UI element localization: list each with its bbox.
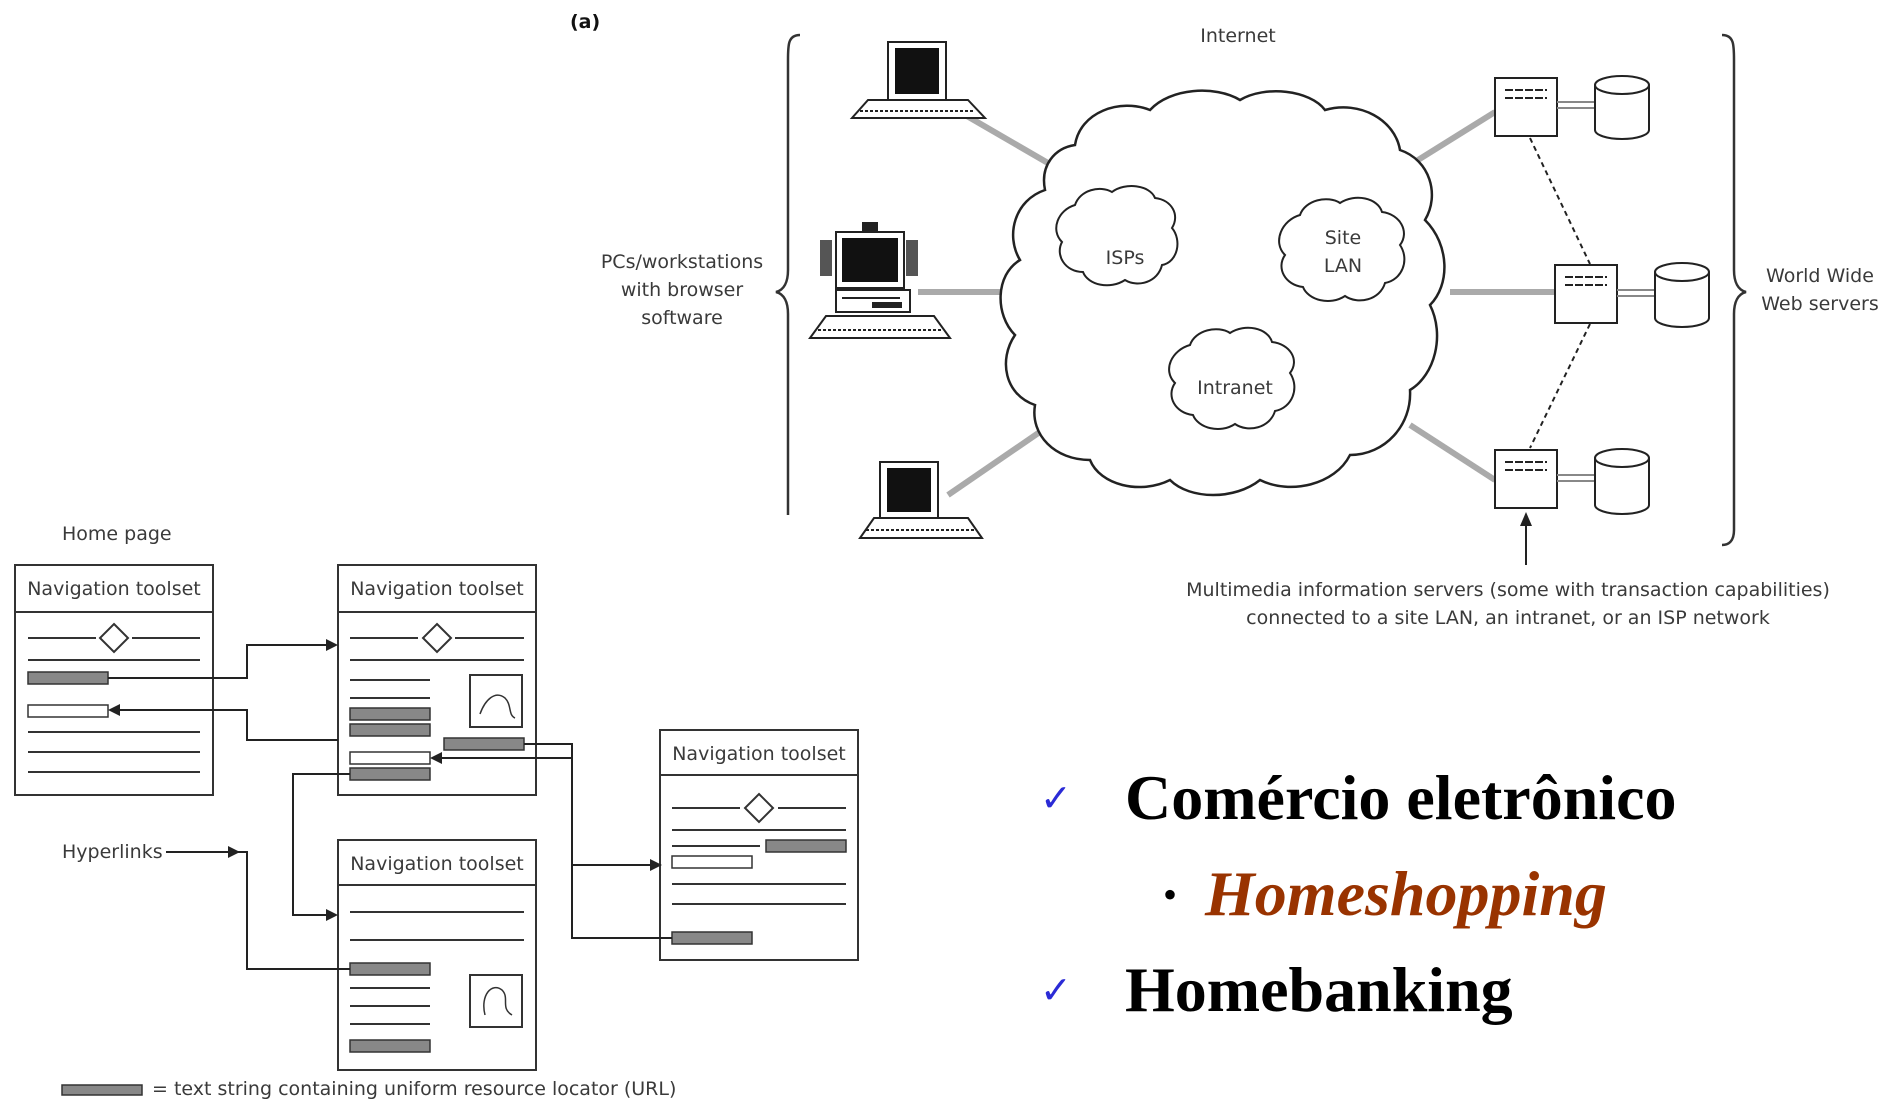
servers-caption-1: Multimedia information servers (some wit…: [1186, 579, 1830, 601]
home-page-label: Home page: [62, 523, 172, 545]
bullet-dot-icon: •: [1162, 871, 1177, 917]
left-brace: [775, 33, 801, 515]
intranet-cloud: [1168, 326, 1296, 430]
bullet-subtext: Homeshopping: [1205, 858, 1607, 929]
linked-page-box-bottom: Navigation toolset: [337, 839, 537, 1071]
linked-page-box-top: Navigation toolset: [337, 564, 537, 796]
www-label-2: Web servers: [1761, 293, 1879, 315]
site-lan-cloud: [1278, 196, 1406, 302]
servers-caption-2: connected to a site LAN, an intranet, or…: [1246, 607, 1770, 629]
clients-label-3: software: [641, 307, 723, 329]
url-legend-swatch: [61, 1084, 143, 1096]
clients-label-1: PCs/workstations: [601, 251, 763, 273]
bullet-subitem-homeshopping: • Homeshopping: [1035, 846, 1676, 942]
linked-page-box-right: Navigation toolset: [659, 729, 859, 961]
server-icon-top: [1494, 75, 1650, 140]
workstation-icon-bottom: [858, 461, 984, 539]
www-label-1: World Wide: [1766, 265, 1874, 287]
internet-label: Internet: [1200, 25, 1275, 47]
server-icon-bottom: [1494, 448, 1650, 515]
bullet-item-ecommerce: ✓ Comércio eletrônico: [1035, 750, 1676, 846]
check-icon: ✓: [1040, 968, 1072, 1012]
bullet-item-homebanking: ✓ Homebanking: [1035, 942, 1676, 1038]
isps-cloud: [1055, 185, 1179, 287]
site-lan-label-1: Site: [1325, 227, 1361, 249]
check-icon: ✓: [1040, 776, 1072, 820]
hyperlinks-label: Hyperlinks: [62, 841, 163, 863]
bullet-text: Homebanking: [1125, 954, 1513, 1025]
servers-pointer-arrow: [1520, 512, 1532, 565]
hyperlink-arrows: [108, 644, 672, 970]
nav-toolset-label: Navigation toolset: [27, 578, 201, 600]
intranet-label: Intranet: [1197, 377, 1273, 399]
nav-toolset-label: Navigation toolset: [350, 578, 524, 600]
server-dashed-links: [1529, 137, 1591, 449]
url-legend-label: = text string containing uniform resourc…: [152, 1078, 676, 1099]
right-brace: [1721, 33, 1747, 547]
nav-toolset-label: Navigation toolset: [350, 853, 524, 875]
isps-label: ISPs: [1106, 247, 1145, 269]
hyperlink-arrowheads: [108, 639, 662, 921]
server-icon-middle: [1554, 262, 1710, 328]
home-page-box: Navigation toolset: [14, 564, 214, 796]
bullet-text: Comércio eletrônico: [1125, 762, 1677, 833]
site-lan-label-2: LAN: [1324, 255, 1362, 277]
figure-label-a: (a): [570, 11, 600, 33]
nav-toolset-label: Navigation toolset: [672, 743, 846, 765]
clients-label-2: with browser: [621, 279, 744, 301]
workstation-icon: [849, 41, 988, 119]
desktop-pc-icon: [808, 222, 952, 339]
bullet-list: ✓ Comércio eletrônico • Homeshopping ✓ H…: [1035, 750, 1676, 1038]
